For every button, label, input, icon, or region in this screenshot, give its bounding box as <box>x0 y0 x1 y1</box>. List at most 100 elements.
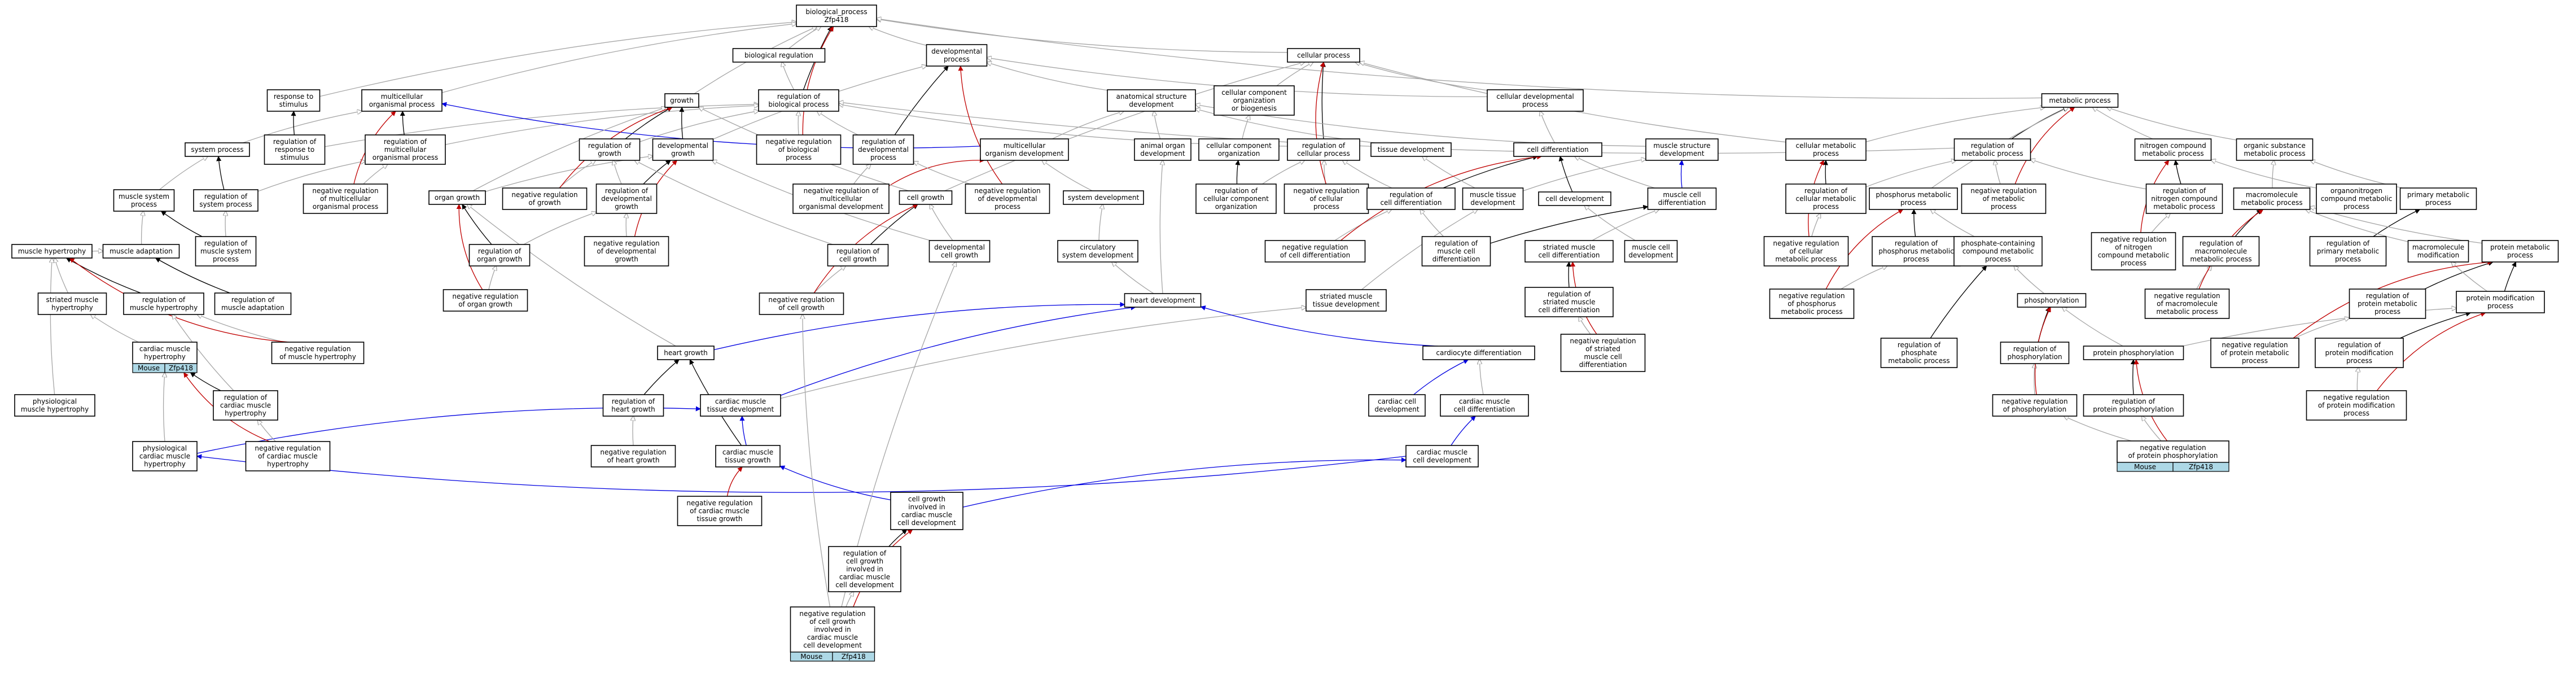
term-node-cellgrowth[interactable]: cell growth <box>899 190 953 205</box>
term-node-organgrowth[interactable]: organ growth <box>428 190 486 205</box>
term-node-negregmod[interactable]: negative regulation ofmulticellularorgan… <box>792 183 890 214</box>
term-node-heartgrowth[interactable]: heart growth <box>657 346 715 360</box>
term-node-metp[interactable]: metabolic process <box>2041 93 2119 108</box>
term-node-tissuedev[interactable]: tissue development <box>1370 142 1452 157</box>
term-node-phosph[interactable]: phosphorylation <box>2017 293 2087 308</box>
term-node-celldiff[interactable]: cell differentiation <box>1513 142 1602 157</box>
term-node-celldev[interactable]: cell development <box>1538 191 1611 206</box>
term-node-growth[interactable]: growth <box>664 93 699 108</box>
term-node-sysp[interactable]: system process <box>185 142 250 157</box>
term-node-heartdev[interactable]: heart development <box>1124 293 1202 308</box>
term-node-protphos[interactable]: protein phosphorylation <box>2083 346 2184 360</box>
term-node-cardiodiff[interactable]: cardiocyte differentiation <box>1422 346 1535 360</box>
term-node-breg[interactable]: biological regulation <box>732 48 826 63</box>
